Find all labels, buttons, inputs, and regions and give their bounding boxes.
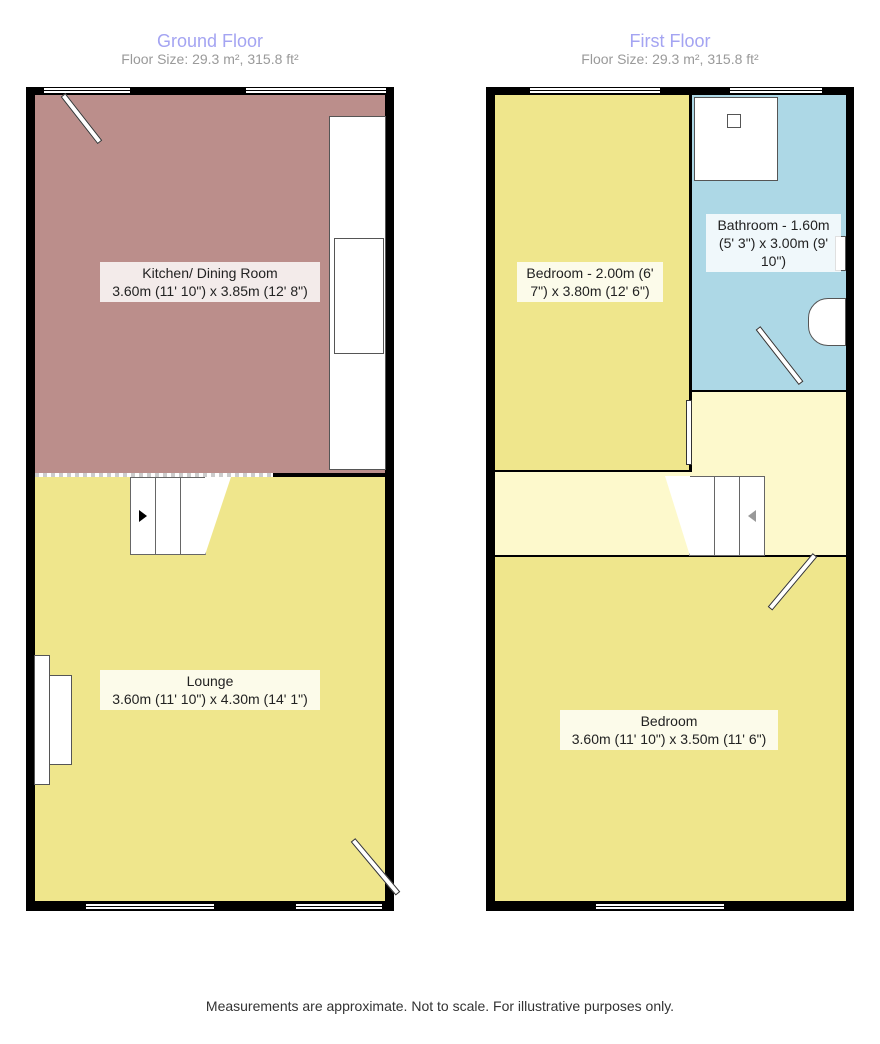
room-dims: 3.60m (11' 10") x 4.30m (14' 1") — [112, 691, 308, 707]
room-name: Bathroom - 1.60m (5' 3") x 3.00m (9' 10"… — [717, 217, 830, 269]
door-opening — [296, 903, 382, 910]
window — [596, 903, 724, 910]
kitchen-label: Kitchen/ Dining Room 3.60m (11' 10") x 3… — [100, 262, 320, 302]
first-floor-title: First Floor — [629, 31, 711, 51]
lounge-label: Lounge 3.60m (11' 10") x 4.30m (14' 1") — [100, 670, 320, 710]
ground-floor-title: Ground Floor — [156, 31, 264, 51]
bedroom-2-door — [686, 400, 692, 465]
stair-step — [665, 476, 690, 556]
stair-step — [155, 477, 181, 555]
bathroom-label: Bathroom - 1.60m (5' 3") x 3.00m (9' 10"… — [706, 214, 841, 272]
fireplace — [34, 655, 50, 785]
room-name: Bedroom - 2.00m (6' 7") x 3.80m (12' 6") — [526, 265, 654, 299]
ground-floor-size: Floor Size: 29.3 m², 315.8 ft² — [121, 51, 299, 67]
bedroom-2-label: Bedroom - 2.00m (6' 7") x 3.80m (12' 6") — [517, 262, 663, 302]
room-name: Kitchen/ Dining Room — [142, 265, 278, 281]
window — [246, 87, 386, 94]
stair-arrow-icon — [139, 510, 147, 522]
bedroom-1-label: Bedroom 3.60m (11' 10") x 3.50m (11' 6") — [560, 710, 778, 750]
window — [86, 903, 214, 910]
room-dims: 3.60m (11' 10") x 3.85m (12' 8") — [112, 283, 308, 299]
window — [730, 87, 822, 94]
stair-step — [180, 477, 206, 555]
shower-head-icon — [727, 114, 741, 128]
sink-icon — [334, 238, 384, 354]
shower-icon — [694, 97, 778, 181]
open-partition — [35, 473, 273, 477]
first-floor-size: Floor Size: 29.3 m², 315.8 ft² — [581, 51, 759, 67]
room-name: Bedroom — [640, 713, 698, 729]
room-name: Lounge — [186, 673, 234, 689]
stair-step — [205, 477, 231, 555]
hearth — [49, 675, 72, 765]
stair-arrow-icon — [748, 510, 756, 522]
window — [530, 87, 660, 94]
basin-icon — [808, 298, 846, 346]
stair-step — [689, 476, 715, 556]
disclaimer: Measurements are approximate. Not to sca… — [205, 998, 675, 1014]
landing — [692, 392, 846, 472]
stair-step — [714, 476, 740, 556]
partition-wall — [273, 473, 385, 477]
room-dims: 3.60m (11' 10") x 3.50m (11' 6") — [571, 731, 767, 747]
door-opening — [44, 87, 130, 94]
